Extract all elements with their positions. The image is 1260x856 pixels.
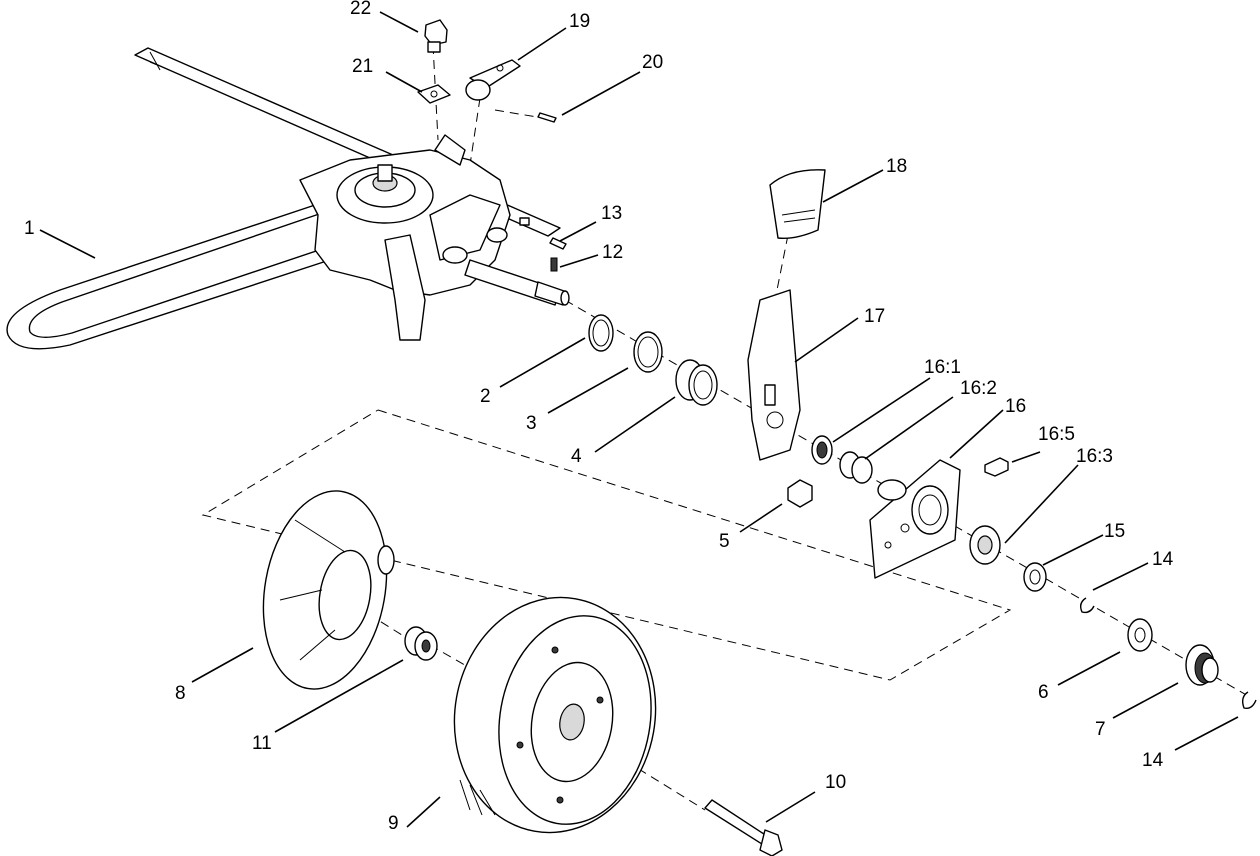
axle-part (534, 281, 570, 306)
callout-label-20: 20 (642, 52, 663, 73)
spacer-part (969, 525, 1001, 565)
nut-part (787, 479, 813, 508)
e-clip-lower-part (1241, 691, 1257, 710)
callout-label-16-1: 16:1 (924, 357, 961, 378)
washer-part (633, 331, 663, 373)
wheel-bracket-assembly-part (869, 459, 961, 579)
callout-label-11: 11 (252, 733, 272, 754)
transmission-housing-part (299, 134, 561, 341)
callout-label-8: 8 (175, 683, 186, 704)
callout-label-10: 10 (825, 772, 846, 793)
drive-belt-part (6, 199, 346, 350)
grease-fitting-part (984, 457, 1009, 477)
callout-label-2: 2 (480, 386, 491, 407)
callout-label-5: 5 (719, 531, 730, 552)
leader-lines (39, 11, 1239, 828)
spring-part (550, 257, 558, 272)
callout-label-16: 16 (1005, 396, 1026, 417)
seal-part (811, 435, 833, 465)
callout-label-14-lower: 14 (1142, 750, 1164, 771)
wheel-bearing-part (404, 626, 438, 661)
callout-label-17: 17 (864, 306, 885, 327)
inner-bushing-part (839, 451, 873, 484)
bracket-part (417, 84, 451, 104)
callout-label-14-upper: 14 (1152, 549, 1174, 570)
callout-label-3: 3 (526, 413, 537, 434)
callout-label-19: 19 (569, 11, 590, 32)
pin-part (537, 112, 557, 123)
assembly-axis-lines (149, 44, 1256, 811)
adjuster-knob-part (769, 169, 826, 240)
callout-label-13: 13 (601, 203, 622, 224)
shoulder-bolt-part (704, 799, 783, 856)
drive-gear-part (1185, 644, 1219, 686)
height-adjuster-plate-part (747, 289, 801, 461)
bolt-part (424, 19, 448, 53)
callout-label-21: 21 (352, 56, 373, 77)
hubcap-part (262, 490, 395, 690)
thrust-washer-part (1127, 618, 1153, 652)
wheel-part (453, 596, 657, 834)
callout-label-4: 4 (571, 446, 582, 467)
callout-label-1: 1 (24, 218, 35, 239)
retaining-ring-part (588, 314, 614, 352)
callout-label-12: 12 (602, 242, 623, 263)
callout-label-22: 22 (350, 0, 371, 19)
key-part (549, 237, 567, 250)
callout-label-9: 9 (388, 813, 399, 834)
bushing-part (675, 359, 718, 406)
callout-labels: 1 2 3 4 5 6 7 8 9 10 11 12 13 14 14 15 1… (24, 0, 1174, 834)
callout-label-15: 15 (1104, 521, 1125, 542)
callout-label-18: 18 (886, 156, 907, 177)
callout-label-16-2: 16:2 (960, 378, 997, 399)
e-clip-upper-part (1079, 597, 1095, 614)
callout-label-7: 7 (1095, 719, 1106, 740)
callout-label-16-3: 16:3 (1076, 446, 1113, 467)
callout-label-16-5: 16:5 (1038, 424, 1075, 445)
callout-label-6: 6 (1038, 682, 1049, 703)
control-lever-part (465, 59, 521, 101)
flat-washer-part (1023, 562, 1047, 592)
